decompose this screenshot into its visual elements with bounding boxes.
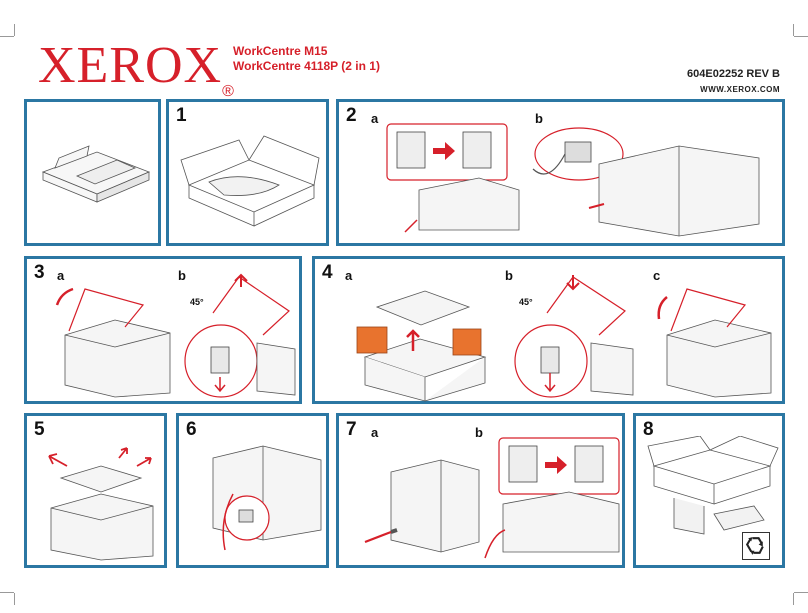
lock-release-illustration bbox=[184, 273, 296, 398]
substep-label: b bbox=[535, 111, 543, 126]
panel-step-1: 1 bbox=[166, 99, 329, 246]
repack-box-illustration bbox=[647, 436, 779, 535]
model-name-1: WorkCentre M15 bbox=[233, 44, 328, 58]
model-name-2: WorkCentre 4118P (2 in 1) bbox=[233, 59, 380, 73]
panel-step-2: 2 a b bbox=[336, 99, 785, 246]
panel-step-7: 7 a b bbox=[336, 413, 625, 568]
panel-step-3: 3 a b 45° bbox=[24, 256, 302, 404]
step-number: 5 bbox=[34, 419, 45, 440]
panel-step-5: 5 bbox=[24, 413, 167, 568]
crop-mark bbox=[794, 36, 808, 37]
substep-label: a bbox=[345, 268, 353, 283]
crop-mark bbox=[0, 592, 14, 593]
install-document-feeder-illustration bbox=[48, 447, 154, 561]
panel-step-4: 4 a b c 45° bbox=[312, 256, 785, 404]
remove-packing-foam-illustration bbox=[356, 290, 487, 402]
panel-step-6: 6 bbox=[176, 413, 329, 568]
crop-mark bbox=[14, 24, 15, 36]
angle-label: 45° bbox=[190, 297, 204, 307]
panel-overview bbox=[24, 99, 161, 246]
recycle-icon bbox=[742, 532, 770, 560]
panel-step-8: 8 bbox=[633, 413, 785, 568]
substep-label: b bbox=[505, 268, 513, 283]
document-number: 604E02252 REV B bbox=[687, 68, 780, 80]
power-switch-on-illustration bbox=[386, 123, 520, 233]
step-number: 6 bbox=[186, 419, 197, 440]
copier-lid-close-illustration bbox=[657, 288, 772, 398]
copier-lid-open-illustration bbox=[55, 287, 171, 398]
crop-mark bbox=[794, 592, 808, 593]
crop-mark bbox=[0, 36, 14, 37]
website-url: WWW.XEROX.COM bbox=[700, 85, 780, 94]
step-number: 3 bbox=[34, 262, 45, 283]
step-number: 4 bbox=[322, 262, 333, 283]
crop-mark bbox=[793, 24, 794, 36]
crop-mark bbox=[14, 593, 15, 605]
substep-label: b bbox=[475, 425, 483, 440]
substep-label: a bbox=[57, 268, 65, 283]
plug-power-cord-illustration bbox=[364, 459, 480, 553]
step-number: 8 bbox=[643, 419, 654, 440]
connect-cable-illustration bbox=[212, 445, 322, 551]
step-number: 1 bbox=[176, 105, 187, 126]
power-cord-plug-illustration bbox=[532, 127, 760, 237]
document-feeder-illustration bbox=[41, 145, 151, 203]
step-number: 7 bbox=[346, 419, 357, 440]
substep-label: a bbox=[371, 111, 379, 126]
substep-label: c bbox=[653, 268, 661, 283]
open-box-illustration bbox=[180, 135, 320, 227]
crop-mark bbox=[793, 593, 794, 605]
angle-label: 45° bbox=[519, 297, 533, 307]
power-switch-on-illustration bbox=[484, 437, 620, 559]
substep-label: b bbox=[178, 268, 186, 283]
lock-release-illustration bbox=[514, 275, 634, 398]
xerox-logo: XEROX® bbox=[38, 37, 235, 100]
step-number: 2 bbox=[346, 105, 357, 126]
substep-label: a bbox=[371, 425, 379, 440]
